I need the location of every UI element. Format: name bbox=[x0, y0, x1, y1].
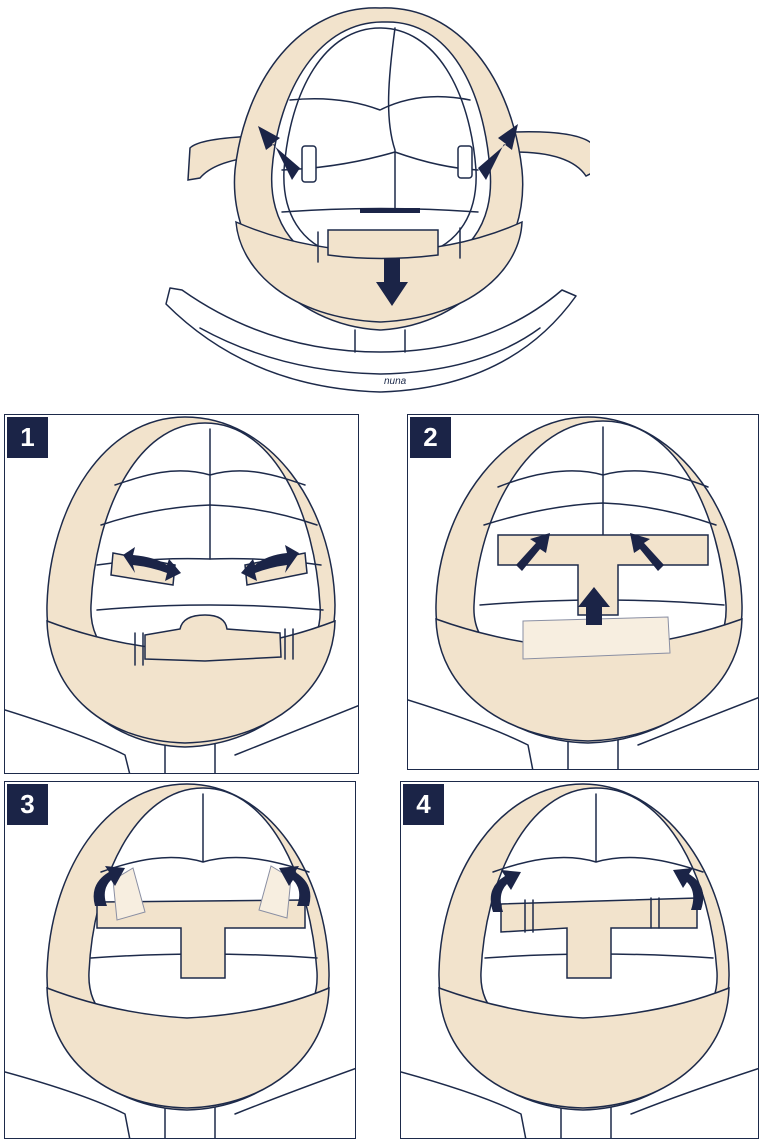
step-4-panel: 4 bbox=[400, 781, 759, 1139]
step-1-drawing bbox=[5, 415, 359, 774]
step-1-panel: 1 bbox=[4, 414, 359, 774]
step-3-drawing bbox=[5, 782, 356, 1139]
overview-drawing: nuna bbox=[150, 0, 590, 405]
step-3-panel: 3 bbox=[4, 781, 356, 1139]
brand-logo: nuna bbox=[384, 376, 407, 387]
step-4-badge: 4 bbox=[403, 784, 444, 825]
step-2-badge: 2 bbox=[410, 417, 451, 458]
step-4-drawing bbox=[401, 782, 759, 1139]
step-2-panel: 2 bbox=[407, 414, 759, 770]
step-2-drawing bbox=[408, 415, 759, 770]
step-3-badge: 3 bbox=[7, 784, 48, 825]
overview-illustration: nuna bbox=[150, 0, 590, 405]
step-1-badge: 1 bbox=[7, 417, 48, 458]
